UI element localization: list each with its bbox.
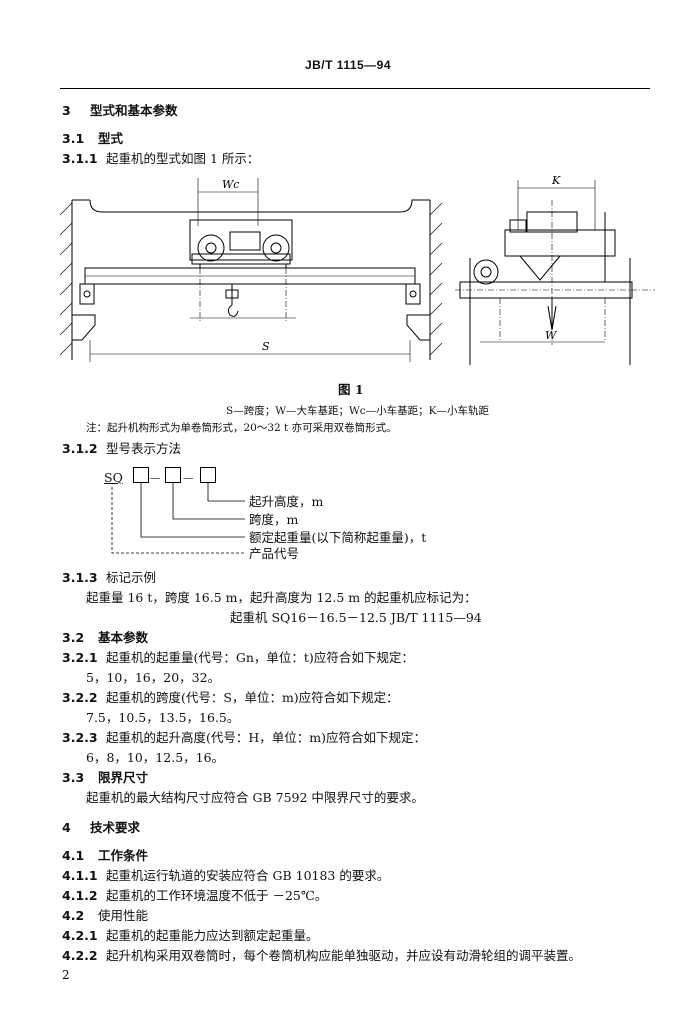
model-leader-lines [111,483,245,554]
section-4-1-heading: 4.1 工作条件 [62,848,148,864]
clause-4-1-2: 4.1.2 起重机的工作环境温度不低于 －25℃。 [62,888,327,904]
trolley [189,219,293,268]
page-number: 2 [62,968,70,982]
clause-number: 4.1.1 [62,868,98,883]
figure-note: 注：起升机构形式为单卷筒形式，20～32 t 亦可采用双卷筒形式。 [86,422,397,434]
model-box-capacity [133,467,149,483]
clause-number: 3.1.1 [62,151,98,166]
clause-3-2-2: 3.2.2 起重机的跨度(代号：S，单位：m)应符合如下规定： [62,690,399,706]
clause-4-2-2: 4.2.2 起升机构采用双卷筒时，每个卷筒机构应能单独驱动，并应设有动滑轮组的调平… [62,948,581,964]
clause-text: 起重机的工作环境温度不低于 －25℃。 [106,888,328,903]
page-header: JB/T 1115—94 [304,58,392,72]
values-3-2-1: 5，10，16，20，32。 [86,670,221,685]
section-number: 4.1 [62,848,85,863]
example-line-1: 起重量 16 t，跨度 16.5 m，起升高度为 12.5 m 的起重机应标记为… [86,590,477,605]
section-title: 基本参数 [98,630,149,645]
model-label-product: 产品代号 [249,546,300,561]
model-dash-2: — [183,472,194,484]
section-title: 使用性能 [98,908,149,923]
building-wall-left [59,199,443,360]
model-label-height: 起升高度，m [249,494,324,509]
section-number: 4.2 [62,908,85,923]
clause-number: 3.1.3 [62,570,98,585]
label-s: S [262,340,270,353]
clause-text: 起重机的型式如图 1 所示： [106,151,260,166]
section-title: 限界尺寸 [98,770,149,785]
model-box-span [165,467,181,483]
clause-text: 起重机的起重能力应达到额定起重量。 [106,928,319,943]
label-k: K [551,174,561,187]
section-4-2-heading: 4.2 使用性能 [62,908,148,924]
model-box-height [200,467,216,483]
example-line-2: 起重机 SQ16－16.5－12.5 JB/T 1115—94 [230,610,482,625]
section-number: 4 [62,820,71,835]
clause-number: 4.2.1 [62,928,98,943]
section-title: 型式 [98,131,124,146]
section-3-heading: 3 型式和基本参数 [62,103,178,119]
model-code: SQ [104,470,123,485]
label-w: W [545,329,558,342]
clause-text: 起重机运行轨道的安装应符合 GB 10183 的要求。 [106,868,390,883]
clause-text: 起升机构采用双卷筒时，每个卷筒机构应能单独驱动，并应设有动滑轮组的调平装置。 [106,948,582,963]
section-title: 技术要求 [90,820,141,835]
hook [225,284,239,317]
figure-legend: S—跨度；W—大车基距；Wc—小车基距；K—小车轨距 [226,405,490,417]
clause-3-2-3: 3.2.3 起重机的起升高度(代号：H，单位：m)应符合如下规定： [62,730,426,746]
model-label-capacity: 额定起重量(以下简称起重量)，t [249,530,427,545]
section-4-heading: 4 技术要求 [62,820,140,836]
clause-3-1-1: 3.1.1 起重机的型式如图 1 所示： [62,151,259,167]
figure-caption: 图 1 [338,382,364,397]
values-3-2-3: 6，8，10，12.5，16。 [86,750,225,765]
clause-3-2-1: 3.2.1 起重机的起重量(代号：Gn，单位：t)应符合如下规定： [62,650,414,666]
clause-text: 起重机的跨度(代号：S，单位：m)应符合如下规定： [106,690,399,705]
model-label-span: 跨度，m [249,512,299,527]
figure-1-drawing: Wc K S W [59,174,655,365]
section-number: 3.1 [62,131,85,146]
clause-3-1-3: 3.1.3 标记示例 [62,570,156,586]
label-wc: Wc [222,178,239,191]
clause-number: 4.1.2 [62,888,98,903]
section-title: 型式和基本参数 [90,103,178,118]
section-3-1-heading: 3.1 型式 [62,131,123,147]
clause-title: 标记示例 [106,570,157,585]
values-3-2-2: 7.5，10.5，13.5，16.5。 [86,710,240,725]
section-3-2-heading: 3.2 基本参数 [62,630,148,646]
section-number: 3.2 [62,630,85,645]
section-3-3-heading: 3.3 限界尺寸 [62,770,148,786]
clause-4-2-1: 4.2.1 起重机的起重能力应达到额定起重量。 [62,928,319,944]
header-rule [60,88,650,89]
clause-3-1-2: 3.1.2 型号表示方法 [62,441,181,457]
clause-text: 起重机的起重量(代号：Gn，单位：t)应符合如下规定： [106,650,414,665]
clause-number: 3.2.1 [62,650,98,665]
clause-title: 型号表示方法 [106,441,182,456]
clause-text: 起重机的起升高度(代号：H，单位：m)应符合如下规定： [106,730,427,745]
clause-number: 3.1.2 [62,441,98,456]
clause-number: 3.2.2 [62,690,98,705]
section-number: 3 [62,103,71,118]
text-3-3: 起重机的最大结构尺寸应符合 GB 7592 中限界尺寸的要求。 [86,790,424,805]
section-number: 3.3 [62,770,85,785]
clause-number: 4.2.2 [62,948,98,963]
section-title: 工作条件 [98,848,149,863]
model-dash-1: — [150,472,161,484]
clause-number: 3.2.3 [62,730,98,745]
clause-4-1-1: 4.1.1 起重机运行轨道的安装应符合 GB 10183 的要求。 [62,868,389,884]
